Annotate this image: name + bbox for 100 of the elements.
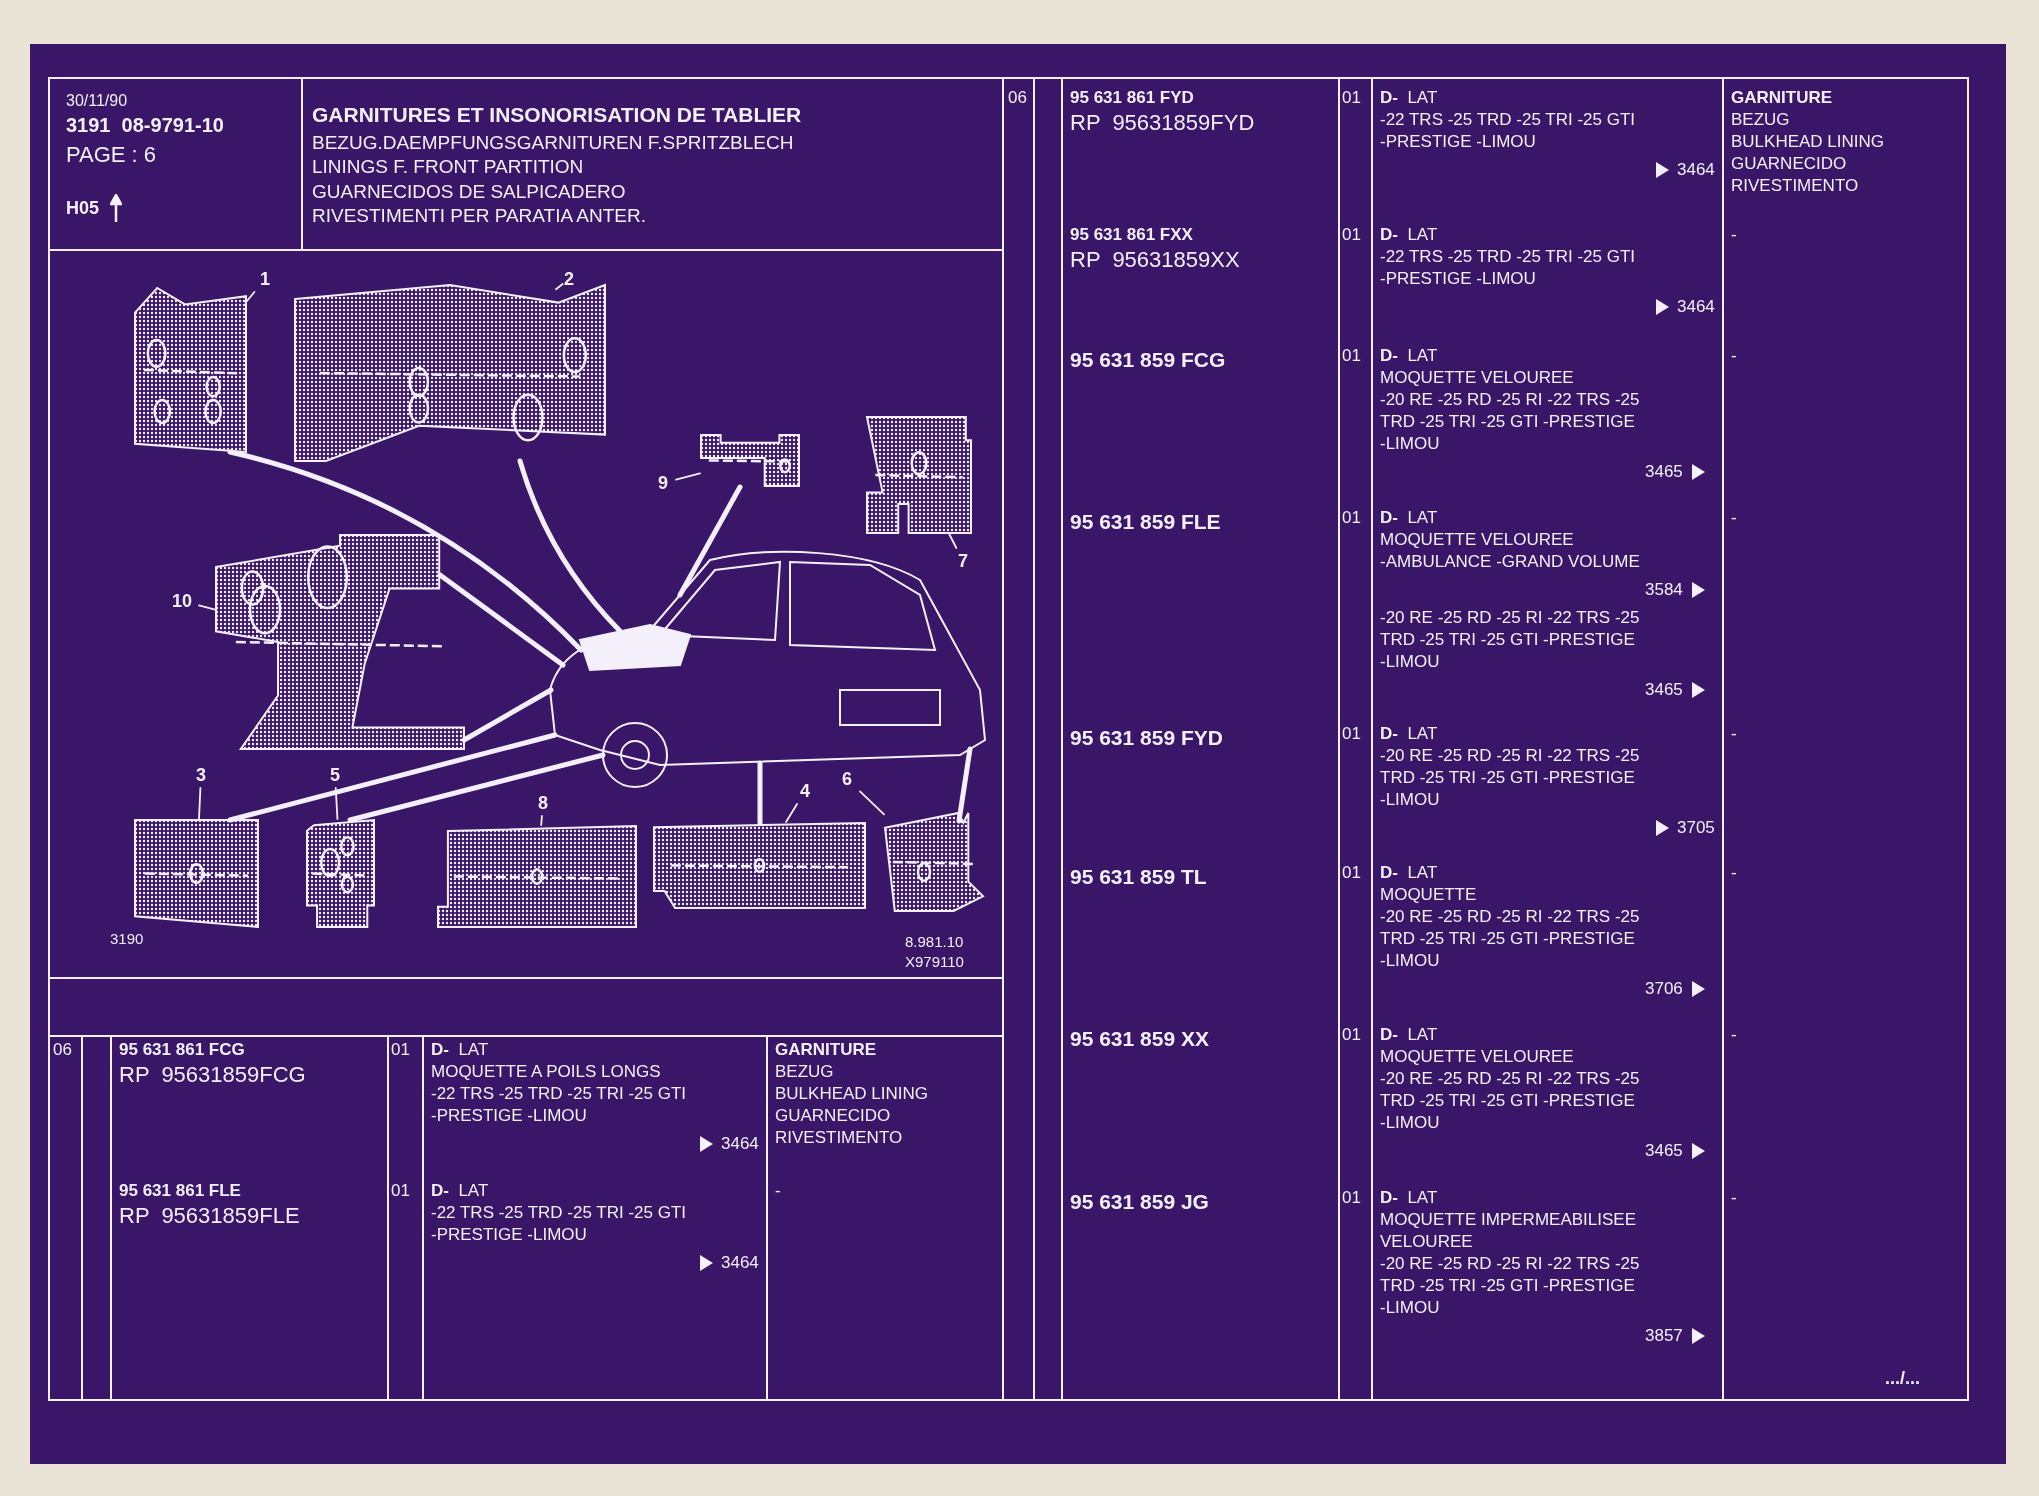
description-line: -AMBULANCE -GRAND VOLUME: [1380, 552, 1640, 572]
description-line: -LIMOU: [1380, 1113, 1440, 1133]
drawing-number: 8.981.10: [905, 933, 964, 951]
description-line: -PRESTIGE -LIMOU: [431, 1106, 587, 1126]
quantity: 01: [1342, 1188, 1361, 1208]
section-code: H05: [66, 198, 100, 219]
remark: -: [1731, 508, 1737, 528]
description-line: -LIMOU: [1380, 1298, 1440, 1318]
insulation-panel-drawing: [294, 284, 606, 462]
leader-line: [540, 815, 543, 826]
leader-line: [555, 283, 564, 291]
description-line: TRD -25 TRI -25 GTI -PRESTIGE: [1380, 768, 1635, 788]
reference-number: 3465: [1645, 462, 1683, 482]
remark: -: [1731, 724, 1737, 744]
insulation-panel-drawing: [866, 416, 972, 534]
leader-line: [198, 787, 202, 820]
description-line: TRD -25 TRI -25 GTI -PRESTIGE: [1380, 929, 1635, 949]
leader-line: [246, 291, 256, 302]
quantity: 01: [1342, 346, 1361, 366]
reference-number: 3464: [1677, 160, 1715, 180]
leader-line: [334, 787, 339, 820]
leader-line: [948, 533, 958, 549]
reference-number: 3464: [721, 1134, 759, 1154]
description-line: MOQUETTE VELOUREE: [1380, 530, 1574, 550]
remark: BULKHEAD LINING: [1731, 132, 1885, 152]
part-number: 95 631 861 FYD: [1070, 88, 1194, 108]
reference-number: 3857: [1645, 1326, 1683, 1346]
group-number: 06: [53, 1040, 72, 1060]
insulation-panel-drawing: [134, 819, 259, 928]
part-number: 95 631 859 TL: [1070, 865, 1207, 890]
reference-number: 3464: [1677, 297, 1715, 317]
callout-number: 5: [322, 762, 348, 788]
date-label: 30/11/90: [66, 92, 128, 111]
drawing-number: X979110: [905, 953, 964, 971]
replacement-number: RP 95631859FLE: [119, 1203, 300, 1229]
subtitle: BEZUG.DAEMPFUNGSGARNITUREN F.SPRITZBLECH: [312, 132, 794, 154]
remark: RIVESTIMENTO: [1731, 176, 1859, 196]
description-line: TRD -25 TRI -25 GTI -PRESTIGE: [1380, 1276, 1635, 1296]
part-number: 95 631 861 FLE: [119, 1181, 241, 1201]
description-line: TRD -25 TRI -25 GTI -PRESTIGE: [1380, 1091, 1635, 1111]
remark: -: [1731, 1188, 1737, 1208]
part-number: 95 631 859 JG: [1070, 1190, 1209, 1215]
quantity: 01: [1342, 863, 1361, 883]
quantity: 01: [1342, 88, 1361, 108]
remark: GUARNECIDO: [775, 1106, 891, 1126]
callout-number: 7: [950, 548, 976, 574]
callout-number: 2: [556, 266, 582, 292]
continuation-mark: .../...: [1885, 1368, 1920, 1389]
description-line: TRD -25 TRI -25 GTI -PRESTIGE: [1380, 630, 1635, 650]
description-line: -LIMOU: [1380, 951, 1440, 971]
description-line: -22 TRS -25 TRD -25 TRI -25 GTI: [431, 1084, 687, 1104]
insulation-panel-drawing: [884, 812, 984, 912]
subtitle: GUARNECIDOS DE SALPICADERO: [312, 181, 626, 203]
description-line: MOQUETTE IMPERMEABILISEE: [1380, 1210, 1636, 1230]
description-line: D- LAT: [1380, 88, 1438, 108]
description-line: TRD -25 TRI -25 GTI -PRESTIGE: [1380, 412, 1635, 432]
leader-line: [785, 803, 798, 823]
description-line: -22 TRS -25 TRD -25 TRI -25 GTI: [1380, 247, 1636, 267]
callout-number: 3: [188, 762, 214, 788]
description-line: -20 RE -25 RD -25 RI -22 TRS -25: [1380, 390, 1640, 410]
leader-line: [198, 604, 216, 611]
description-line: D- LAT: [431, 1181, 489, 1201]
subtitle: RIVESTIMENTI PER PARATIA ANTER.: [312, 205, 646, 227]
description-line: MOQUETTE VELOUREE: [1380, 368, 1574, 388]
part-number: 95 631 859 FLE: [1070, 510, 1221, 535]
insulation-panel-drawing: [134, 287, 247, 453]
callout-number: 4: [792, 778, 818, 804]
callout-number: 10: [165, 588, 199, 614]
remark: GARNITURE: [775, 1040, 877, 1060]
quantity: 01: [1342, 508, 1361, 528]
description-line: D- LAT: [1380, 1025, 1438, 1045]
description-line: -20 RE -25 RD -25 RI -22 TRS -25: [1380, 1069, 1640, 1089]
reference-number: 3465: [1645, 680, 1683, 700]
remark: BULKHEAD LINING: [775, 1084, 929, 1104]
title: GARNITURES ET INSONORISATION DE TABLIER: [312, 103, 802, 128]
description-line: -22 TRS -25 TRD -25 TRI -25 GTI: [431, 1203, 687, 1223]
description-line: VELOUREE: [1380, 1232, 1473, 1252]
description-line: D- LAT: [1380, 1188, 1438, 1208]
description-line: -LIMOU: [1380, 434, 1440, 454]
figure-number: 3190: [110, 930, 144, 948]
quantity: 01: [1342, 225, 1361, 245]
remark: -: [1731, 1025, 1737, 1045]
replacement-number: RP 95631859XX: [1070, 247, 1240, 273]
description-line: D- LAT: [1380, 346, 1438, 366]
remark: GARNITURE: [1731, 88, 1833, 108]
description-line: -PRESTIGE -LIMOU: [1380, 132, 1536, 152]
replacement-number: RP 95631859FCG: [119, 1062, 306, 1088]
description-line: MOQUETTE: [1380, 885, 1477, 905]
leader-line: [675, 472, 701, 481]
description-line: MOQUETTE A POILS LONGS: [431, 1062, 661, 1082]
callout-number: 9: [650, 470, 676, 496]
quantity: 01: [1342, 1025, 1361, 1045]
remark: RIVESTIMENTO: [775, 1128, 903, 1148]
insulation-panel-drawing: [437, 825, 637, 928]
insulation-panel-drawing: [700, 434, 800, 487]
callout-number: 8: [530, 790, 556, 816]
leader-line: [859, 790, 885, 816]
description-line: D- LAT: [1380, 508, 1438, 528]
part-number: 95 631 861 FXX: [1070, 225, 1193, 245]
remark: -: [1731, 863, 1737, 883]
